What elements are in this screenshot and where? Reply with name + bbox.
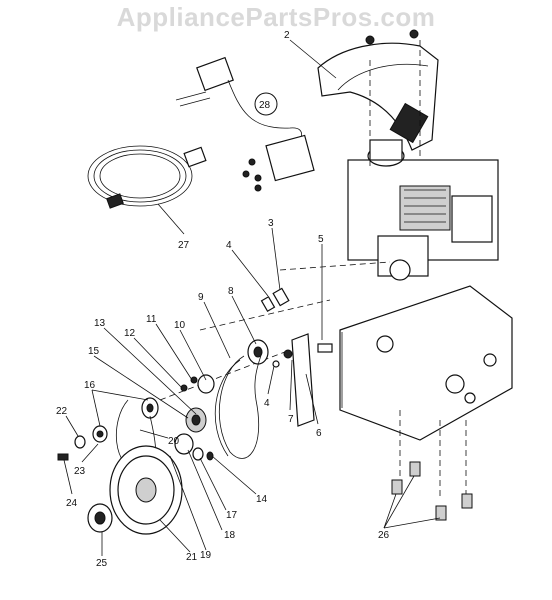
callout-19: 19 [200,550,212,561]
extension-cord-part [87,145,207,209]
callout-12: 12 [124,328,136,339]
callout-20: 20 [168,436,180,447]
callout-23: 23 [74,466,86,477]
switch-box-part [175,56,315,192]
callout-4-upper: 4 [226,240,232,251]
callout-28: 28 [259,100,271,111]
callout-26: 26 [378,530,390,541]
callout-13: 13 [94,318,106,329]
engine-assembly [347,139,499,281]
callout-11: 11 [146,314,157,325]
callout-2: 2 [284,30,290,41]
callout-leaders [63,39,441,556]
callout-15: 15 [88,346,100,357]
callout-17: 17 [226,510,238,521]
callout-22: 22 [56,406,68,417]
hardware-parts [260,287,333,427]
callout-27: 27 [178,240,190,251]
callout-6: 6 [316,428,322,439]
callout-21: 21 [186,552,198,563]
callout-16: 16 [84,380,96,391]
callout-7: 7 [288,414,294,425]
pulley-and-belt-parts [57,339,269,535]
callout-18: 18 [224,530,236,541]
belt-cover-part [317,29,439,151]
callout-24: 24 [66,498,78,509]
callout-labels: 2 28 27 3 4 5 8 9 10 11 12 13 15 16 22 2… [56,30,390,569]
callout-9: 9 [198,292,204,303]
frame-housing [339,285,513,441]
callout-8: 8 [228,286,234,297]
callout-5: 5 [318,234,324,245]
callout-25: 25 [96,558,108,569]
bolt-parts [391,461,473,521]
assembly-guide-lines [159,40,467,500]
callout-28-circle [254,92,278,116]
callout-14: 14 [256,494,268,505]
callout-3: 3 [268,218,274,229]
watermark-text: AppliancePartsPros.com [116,2,436,32]
callout-10: 10 [174,320,186,331]
callout-4-lower: 4 [264,398,270,409]
